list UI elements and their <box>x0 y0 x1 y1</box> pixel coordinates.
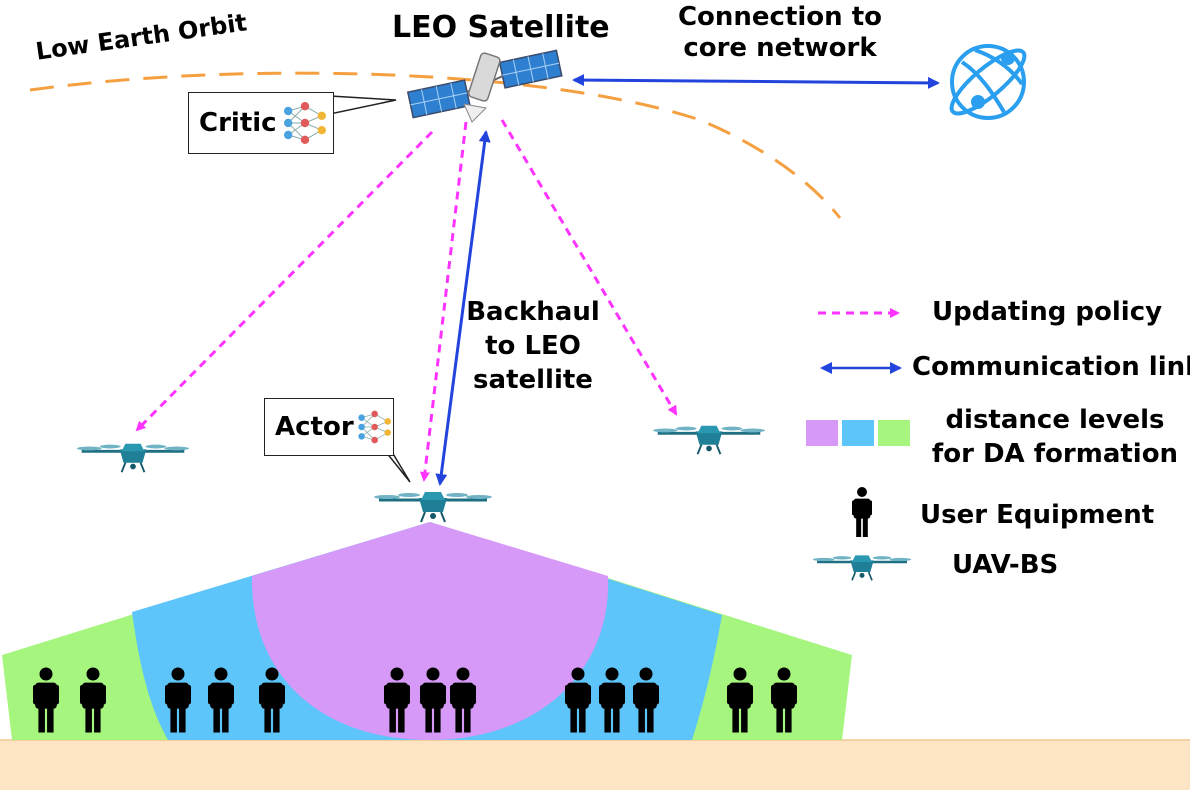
legend-level-mid <box>842 420 874 446</box>
critic-bubble: Critic <box>188 92 334 154</box>
uav-icon-right <box>651 424 767 456</box>
uav-icon-center <box>372 490 494 524</box>
legend-communication-link: Communication link <box>912 352 1190 382</box>
core-connection-label: Connection to core network <box>677 2 883 64</box>
uav-icon-left <box>75 442 191 474</box>
legend-user-equipment-icon <box>852 487 872 537</box>
critic-label: Critic <box>199 108 277 138</box>
legend-level-far <box>878 420 910 446</box>
legend-uav-icon <box>812 554 912 582</box>
neural-network-icon <box>356 407 393 447</box>
actor-bubble: Actor <box>264 398 394 456</box>
legend-distance-levels: distance levels for DA formation <box>931 405 1179 469</box>
neural-network-icon <box>281 99 329 147</box>
orbit-path <box>29 71 842 219</box>
satellite-icon <box>406 49 563 123</box>
globe-icon <box>949 44 1027 120</box>
backhaul-label: Backhaul to LEO satellite <box>466 297 600 395</box>
ground <box>0 740 1190 790</box>
core-network-link <box>572 74 940 89</box>
legend-uav-bs: UAV-BS <box>952 550 1059 580</box>
policy-arrow-right <box>500 119 678 416</box>
coverage-zone-near <box>251 522 609 740</box>
policy-arrow-left <box>135 130 434 432</box>
legend-user-equipment: User Equipment <box>920 500 1155 530</box>
legend-level-near <box>806 420 838 446</box>
actor-label: Actor <box>275 412 354 442</box>
satellite-label: LEO Satellite <box>392 10 610 45</box>
legend-updating-policy: Updating policy <box>932 297 1163 327</box>
backhaul-link <box>435 130 491 486</box>
